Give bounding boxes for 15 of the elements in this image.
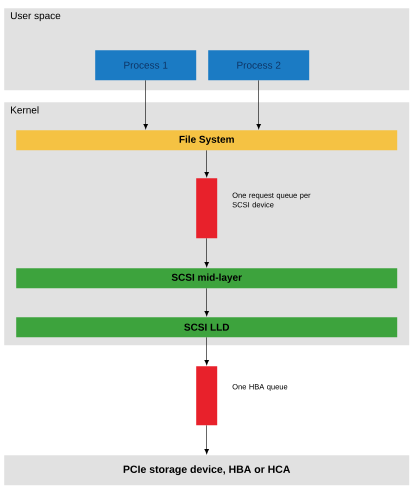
layer-bar: File System [16,130,398,150]
arrow [143,80,148,130]
layer-bar: SCSI mid-layer [16,268,398,288]
queue-bar [196,366,218,426]
queue-bar [196,178,218,238]
process-box: Process 1 [95,50,196,80]
process-box: Process 2 [208,50,310,80]
arrow [204,425,209,454]
arrow [204,337,209,366]
layer-bar: SCSI LLD [16,317,398,338]
arrow [204,150,209,178]
arrow [256,80,261,130]
arrow [204,288,209,316]
arrow [204,238,209,268]
device-band: PCIe storage device, HBA or HCA [4,455,410,486]
